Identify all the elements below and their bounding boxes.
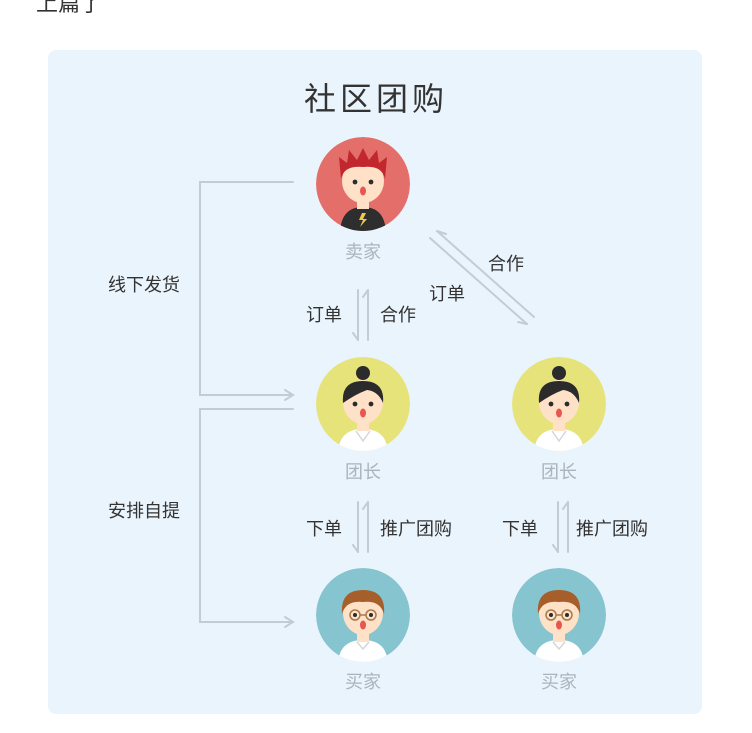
place-order-right-label: 下单 <box>502 519 538 540</box>
offline-ship-arrowhead <box>284 389 295 401</box>
self-pickup-arrowhead <box>284 616 295 628</box>
leader-right-label: 团长 <box>541 462 577 483</box>
order-left-label: 订单 <box>306 305 342 326</box>
promote-right-label: 推广团购 <box>576 519 648 540</box>
offline-ship-bracket <box>199 181 294 396</box>
self-pickup-label: 安排自提 <box>108 501 180 522</box>
buyer-left-label: 买家 <box>345 672 381 693</box>
promote-left-label: 推广团购 <box>380 519 452 540</box>
partial-top-text: 上篇了 <box>36 0 103 17</box>
buyer-right-label: 买家 <box>541 672 577 693</box>
buyer-left-avatar <box>316 568 410 662</box>
self-pickup-bracket <box>199 408 294 623</box>
coop-left-label: 合作 <box>380 305 416 326</box>
leader-right-avatar <box>512 357 606 451</box>
coop-diagonal-label: 合作 <box>488 254 524 275</box>
buyer-right-avatar <box>512 568 606 662</box>
seller-avatar <box>316 137 410 231</box>
order-diagonal-label: 订单 <box>429 284 465 305</box>
leader-left-label: 团长 <box>345 462 381 483</box>
diagram-title: 社区团购 <box>303 80 448 118</box>
place-order-left-label: 下单 <box>306 519 342 540</box>
leader-left-avatar <box>316 357 410 451</box>
seller-label: 卖家 <box>345 242 381 263</box>
offline-ship-label: 线下发货 <box>108 275 180 296</box>
